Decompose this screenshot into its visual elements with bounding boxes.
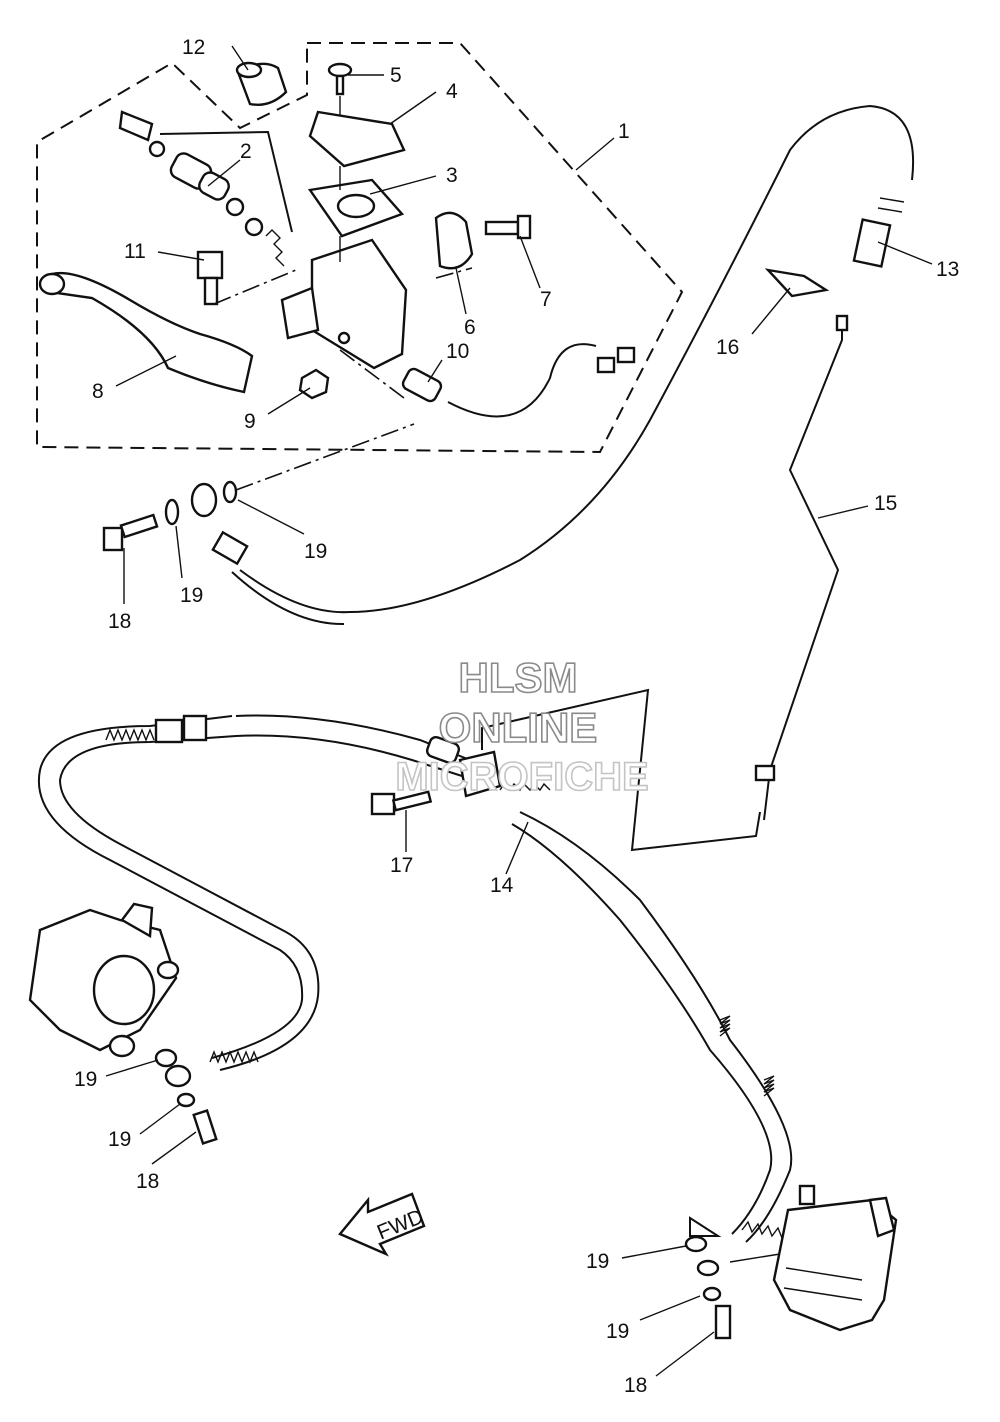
callout-19-left-caliper-b: 19 [108, 1128, 131, 1151]
centerline-banjo [235, 423, 415, 491]
right-banjo-fitting[interactable] [684, 1216, 781, 1340]
centerline-switch [339, 349, 405, 399]
banjo-fitting-upper[interactable] [102, 480, 249, 566]
part-6-holder[interactable] [434, 211, 474, 270]
callout-18-left-caliper: 18 [136, 1170, 159, 1193]
callout-14: 14 [490, 874, 514, 897]
callout-3: 3 [446, 164, 458, 187]
callout-19-right-caliper-b: 19 [606, 1320, 629, 1343]
watermark: HLSM ONLINE MICROFICHE [395, 653, 650, 800]
part-9-nut[interactable] [298, 368, 330, 400]
part-8-brake-lever[interactable] [38, 271, 254, 394]
callout-17: 17 [390, 854, 413, 877]
centerline-junction [481, 688, 761, 852]
right-caliper[interactable] [772, 1184, 898, 1332]
upper-hose [239, 104, 914, 614]
part-5-screw[interactable] [327, 62, 353, 96]
callout-8: 8 [92, 380, 104, 403]
part-11-pivot-bolt[interactable] [196, 250, 224, 306]
part-4-reservoir-cap[interactable] [308, 96, 406, 168]
part-12-boot[interactable] [235, 61, 288, 106]
callout-2: 2 [240, 140, 252, 163]
callout-19-right-caliper-a: 19 [586, 1250, 609, 1273]
part-14-junction[interactable] [425, 735, 551, 798]
callout-19-left-caliper-a: 19 [74, 1068, 97, 1091]
callout-7: 7 [540, 288, 552, 311]
lower-hose-assembly [37, 714, 793, 1243]
leader-lines [105, 45, 933, 1377]
callout-16: 16 [716, 336, 739, 359]
callout-9: 9 [244, 410, 256, 433]
part-7-bolt[interactable] [484, 214, 532, 240]
part-15-brake-pipe[interactable] [754, 314, 849, 821]
callout-15: 15 [874, 492, 897, 515]
watermark-line-1: HLSM [459, 654, 578, 701]
part-17-bolt[interactable] [370, 790, 433, 816]
callout-11: 11 [124, 240, 146, 263]
callout-13: 13 [936, 258, 959, 281]
callout-18-right-caliper: 18 [624, 1374, 647, 1397]
part-3-diaphragm[interactable] [307, 166, 405, 238]
watermark-line-2: ONLINE [439, 704, 598, 751]
callouts: 1 2 3 4 5 6 7 8 9 10 11 12 13 14 15 16 1… [74, 36, 959, 1397]
callout-19-upper-left: 19 [180, 584, 203, 607]
callout-12: 12 [182, 36, 205, 59]
callout-1: 1 [618, 120, 630, 143]
watermark-line-3: MICROFICHE [395, 755, 648, 799]
part-2-piston-kit[interactable] [118, 110, 293, 267]
assembly-boundary [36, 42, 684, 454]
callout-19-upper-right: 19 [304, 540, 327, 563]
part-10-brake-switch[interactable] [401, 343, 636, 418]
callout-4: 4 [446, 80, 458, 103]
callout-10: 10 [446, 340, 469, 363]
master-cylinder-body[interactable] [280, 236, 408, 370]
centerline-lever [213, 269, 297, 305]
part-16-clip[interactable] [764, 268, 830, 298]
centerline-holder [435, 267, 473, 279]
callout-5: 5 [390, 64, 402, 87]
part-13-hose-fitting[interactable] [852, 197, 905, 268]
fwd-arrow: FWD [338, 1192, 427, 1257]
left-caliper[interactable] [28, 902, 180, 1058]
callout-18-upper: 18 [108, 610, 131, 633]
callout-6: 6 [464, 316, 476, 339]
left-banjo-fitting[interactable] [154, 1048, 218, 1145]
